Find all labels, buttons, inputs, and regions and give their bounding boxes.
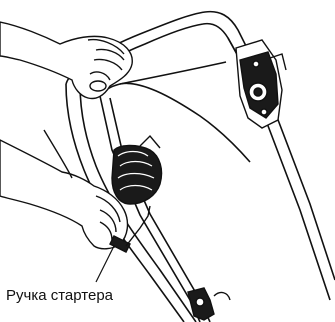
starter-housing bbox=[112, 136, 162, 204]
lower-hand bbox=[0, 130, 127, 249]
pivot-mechanism bbox=[236, 40, 286, 128]
handle-bolt-assembly bbox=[188, 288, 230, 320]
starter-handle-label: Ручка стартера bbox=[6, 287, 113, 305]
callout-leader-line bbox=[96, 246, 114, 282]
control-lever bbox=[120, 38, 250, 162]
